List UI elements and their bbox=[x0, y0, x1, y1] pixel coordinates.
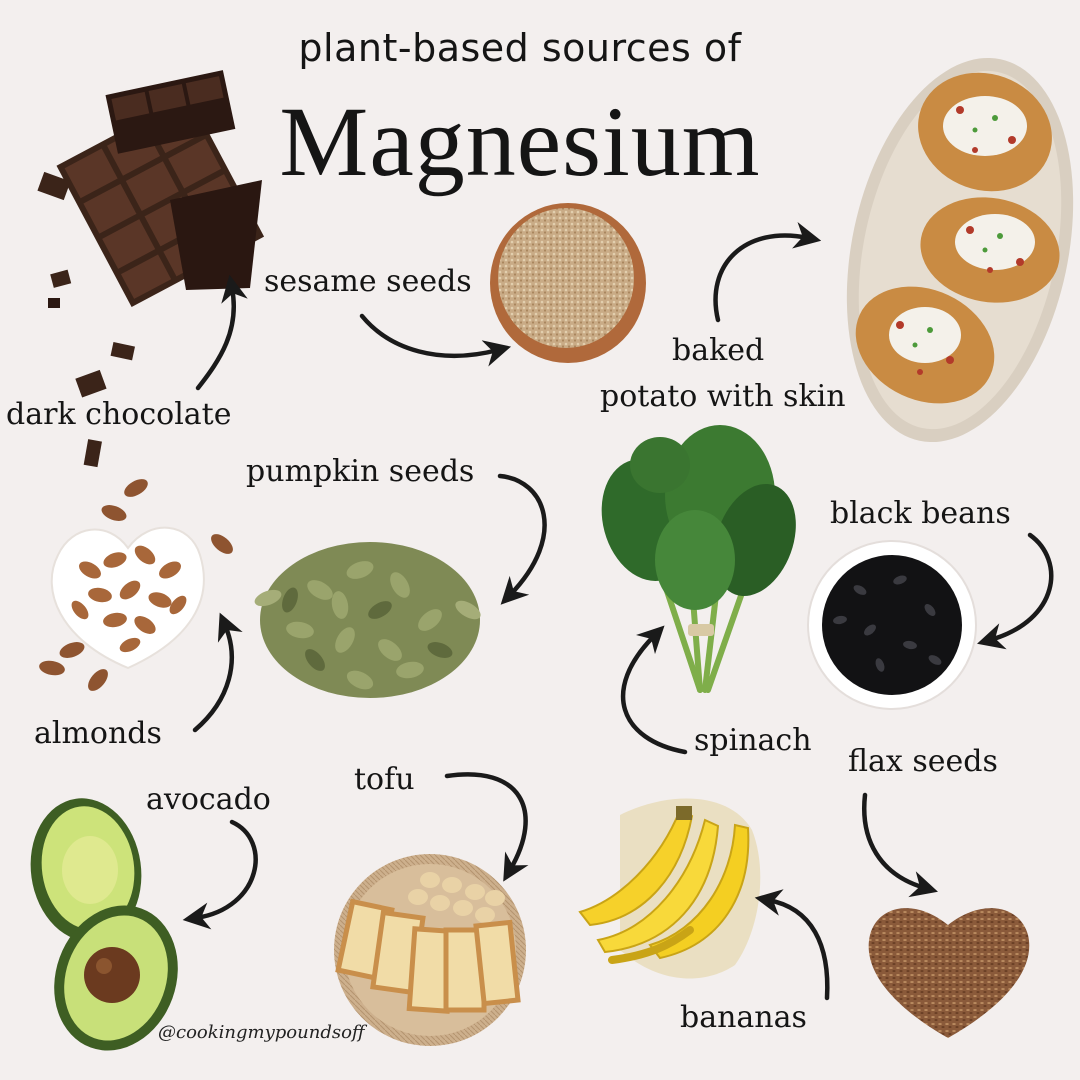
tofu-image bbox=[334, 854, 526, 1046]
label-almonds: almonds bbox=[34, 716, 162, 751]
label-baked-potato-line-2: potato with skin bbox=[600, 379, 846, 414]
arrow-avocado bbox=[182, 819, 258, 930]
black-beans-image bbox=[807, 540, 977, 710]
title-line-1: plant-based sources of bbox=[298, 26, 742, 70]
almonds-image bbox=[39, 479, 233, 691]
avocado-image bbox=[30, 798, 178, 1051]
label-pumpkin-seeds: pumpkin seeds bbox=[246, 454, 475, 489]
arrow-pumpkin-seeds bbox=[497, 473, 547, 605]
dark-chocolate-image bbox=[37, 70, 265, 468]
flax-seeds-image bbox=[868, 908, 1030, 1038]
label-black-beans: black beans bbox=[830, 496, 1011, 531]
spinach-image bbox=[601, 425, 796, 693]
baked-potato-image bbox=[846, 57, 1074, 443]
arrow-baked-potato bbox=[713, 222, 822, 323]
arrow-black-beans bbox=[977, 532, 1054, 650]
arrow-bananas bbox=[754, 889, 830, 1001]
label-spinach: spinach bbox=[694, 723, 812, 758]
label-sesame-seeds: sesame seeds bbox=[264, 264, 472, 299]
label-avocado: avocado bbox=[146, 782, 271, 817]
social-handle: @cookingmypoundsoff bbox=[158, 1022, 365, 1043]
pumpkin-seeds-image bbox=[254, 542, 481, 698]
arrows bbox=[182, 222, 1054, 1001]
arrow-flax-seeds bbox=[862, 792, 938, 898]
arrow-sesame-seeds bbox=[359, 313, 512, 367]
label-dark-chocolate: dark chocolate bbox=[6, 397, 232, 432]
arrow-almonds bbox=[192, 612, 243, 733]
arrow-dark-chocolate bbox=[195, 274, 248, 391]
arrow-spinach bbox=[620, 625, 688, 755]
label-flax-seeds: flax seeds bbox=[848, 744, 998, 779]
label-bananas: bananas bbox=[680, 1000, 807, 1035]
arrow-tofu bbox=[444, 772, 529, 882]
label-baked-potato-line-1: baked bbox=[672, 333, 765, 368]
sesame-seeds-image bbox=[490, 203, 646, 363]
label-tofu: tofu bbox=[354, 762, 415, 797]
page-title: Magnesium bbox=[279, 86, 761, 197]
bananas-image bbox=[578, 798, 761, 979]
